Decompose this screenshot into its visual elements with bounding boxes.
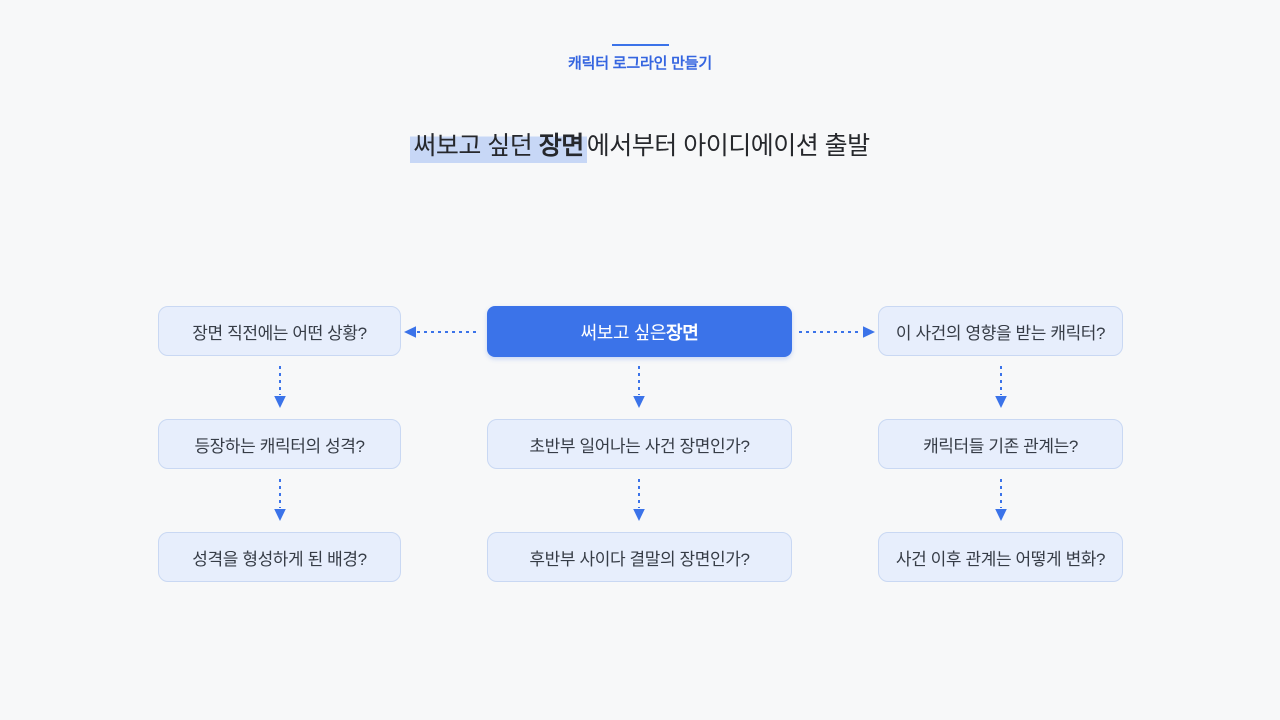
node-before-scene-situation: 장면 직전에는 어떤 상황? — [158, 306, 401, 356]
title-highlight-regular: 써보고 싶던 — [413, 132, 539, 160]
arrow-left-icon — [404, 325, 482, 339]
arrow-down-icon — [632, 477, 646, 521]
node-character-personality: 등장하는 캐릭터의 성격? — [158, 419, 401, 469]
node-desired-scene-regular: 써보고 싶은 — [580, 322, 667, 343]
node-existing-relationships: 캐릭터들 기존 관계는? — [878, 419, 1123, 469]
arrow-down-icon — [632, 364, 646, 408]
arrow-down-icon — [273, 364, 287, 408]
node-late-payoff-scene: 후반부 사이다 결말의 장면인가? — [487, 532, 792, 582]
node-desired-scene: 써보고 싶은 장면 — [487, 306, 792, 357]
title-rest: 에서부터 아이디에이션 출발 — [586, 132, 870, 160]
title-highlight-bold: 장면 — [538, 132, 585, 160]
header-accent-rule — [612, 44, 669, 46]
slide-category-label: 캐릭터 로그라인 만들기 — [568, 55, 712, 72]
title-highlight: 써보고 싶던 장면 — [410, 132, 587, 163]
arrow-down-icon — [273, 477, 287, 521]
arrow-down-icon — [994, 364, 1008, 408]
node-personality-background: 성격을 형성하게 된 배경? — [158, 532, 401, 582]
node-relationship-change: 사건 이후 관계는 어떻게 변화? — [878, 532, 1123, 582]
node-affected-characters: 이 사건의 영향을 받는 캐릭터? — [878, 306, 1123, 356]
arrow-down-icon — [994, 477, 1008, 521]
arrow-right-icon — [797, 325, 875, 339]
node-early-incident-scene: 초반부 일어나는 사건 장면인가? — [487, 419, 792, 469]
node-desired-scene-bold: 장면 — [666, 322, 699, 343]
